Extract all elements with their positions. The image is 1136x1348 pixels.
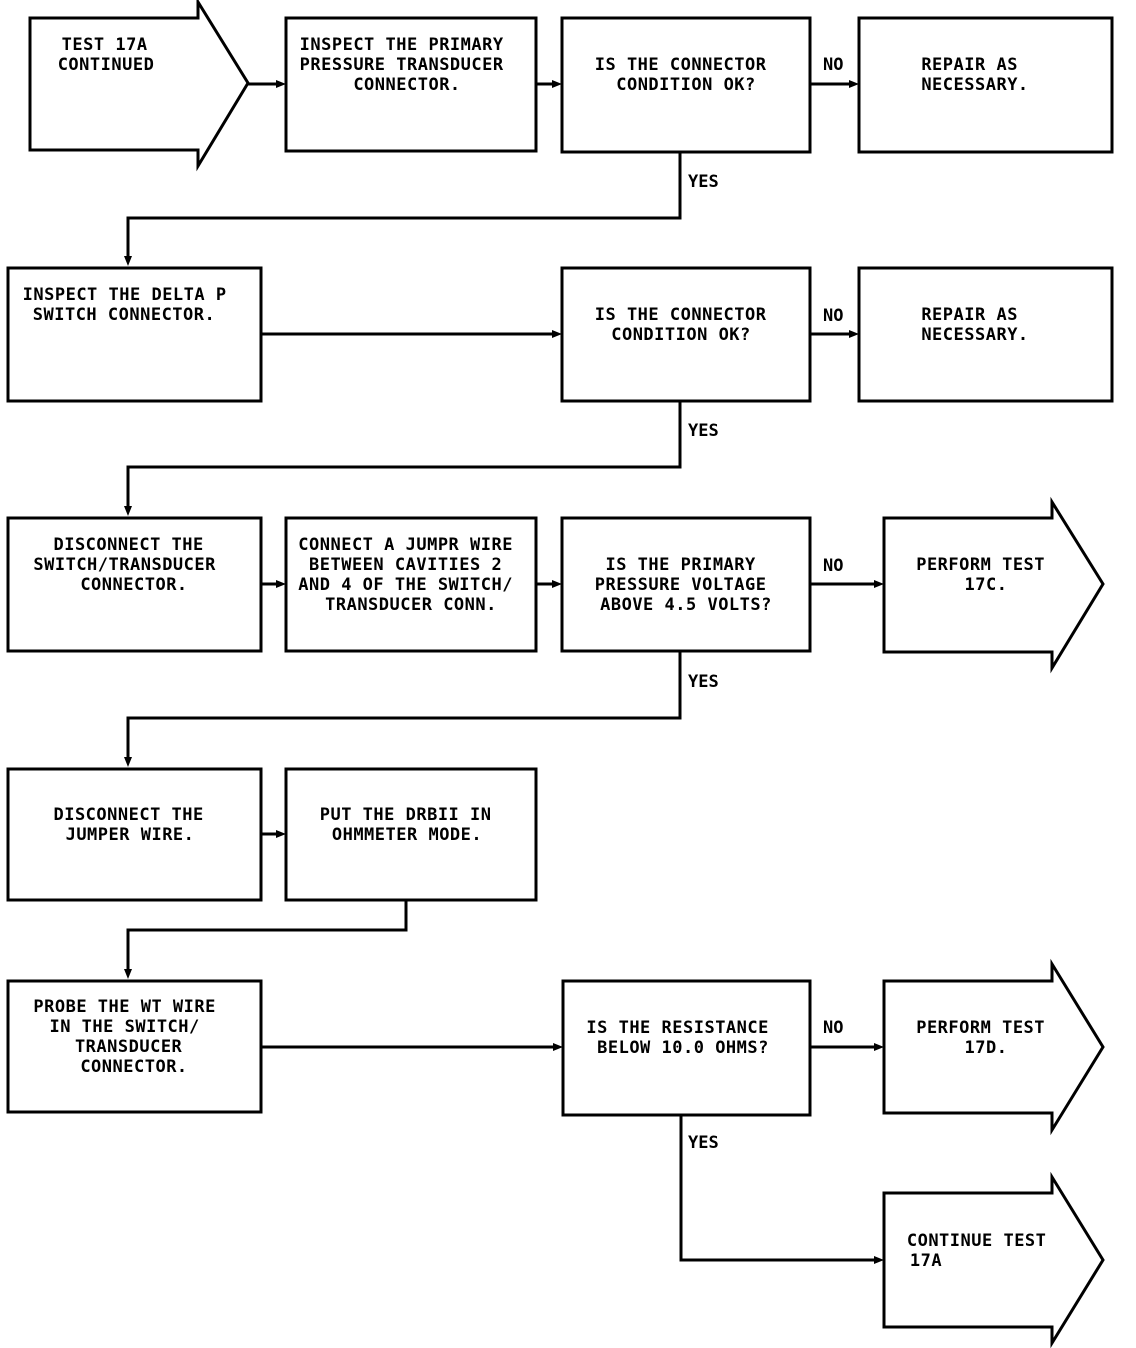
repair-box-2: REPAIR AS NECESSARY.: [857, 266, 1114, 403]
yes-label-3: YES: [688, 672, 719, 692]
connector-jumper-to-q3: [536, 580, 562, 588]
inspect-delta-label: INSPECT THE DELTA P SWITCH CONNECTOR.: [23, 285, 238, 325]
connector-disconnect-to-jumper: [261, 580, 286, 588]
decision-box-connector-ok-1: IS THE CONNECTOR CONDITION OK?: [560, 16, 812, 154]
connector-q3-yes: [124, 652, 682, 767]
continue-test-17a-arrow: CONTINUE TEST 17A: [882, 1171, 1105, 1348]
decision-box-resistance: IS THE RESISTANCE BELOW 10.0 OHMS?: [561, 979, 812, 1117]
no-label-1: NO: [823, 55, 843, 75]
connector-disconnect-jumper-to-ohmmeter: [261, 830, 286, 838]
no-label-3: NO: [823, 556, 843, 576]
ohmmeter-mode-label: PUT THE DRBII IN OHMMETER MODE.: [320, 805, 503, 845]
ohmmeter-mode-box: PUT THE DRBII IN OHMMETER MODE.: [284, 767, 538, 902]
connector-probe-to-q4: [261, 1043, 563, 1051]
decision-label-4: IS THE RESISTANCE BELOW 10.0 OHMS?: [586, 1018, 779, 1058]
repair-box-1: REPAIR AS NECESSARY.: [857, 16, 1114, 154]
yes-label-2: YES: [688, 421, 719, 441]
connect-jumper-label: CONNECT A JUMPR WIRE BETWEEN CAVITIES 2 …: [298, 535, 523, 615]
connector-q1-yes: [124, 152, 682, 266]
perform-test-17c-label: PERFORM TEST 17C.: [916, 555, 1056, 595]
decision-label-3: IS THE PRIMARY PRESSURE VOLTAGE ABOVE 4.…: [595, 555, 778, 615]
disconnect-switch-label: DISCONNECT THE SWITCH/TRANSDUCER CONNECT…: [33, 535, 226, 595]
start-label: TEST 17A CONTINUED: [58, 35, 159, 75]
perform-test-17d-arrow: PERFORM TEST 17D.: [882, 958, 1105, 1136]
start-arrow-node: TEST 17A CONTINUED: [28, 0, 250, 172]
decision-box-connector-ok-2: IS THE CONNECTOR CONDITION OK?: [560, 266, 812, 403]
connector-ohmmeter-to-probe: [124, 900, 408, 979]
repair-label-1: REPAIR AS NECESSARY.: [921, 55, 1028, 95]
decision-label-1: IS THE CONNECTOR CONDITION OK?: [595, 55, 778, 95]
probe-wire-box: PROBE THE WT WIRE IN THE SWITCH/ TRANSDU…: [6, 979, 263, 1114]
inspect-primary-label: INSPECT THE PRIMARY PRESSURE TRANSDUCER …: [300, 35, 515, 95]
no-label-2: NO: [823, 306, 843, 326]
disconnect-switch-box: DISCONNECT THE SWITCH/TRANSDUCER CONNECT…: [6, 516, 263, 653]
repair-label-2: REPAIR AS NECESSARY.: [921, 305, 1028, 345]
decision-box-voltage: IS THE PRIMARY PRESSURE VOLTAGE ABOVE 4.…: [560, 516, 812, 653]
connector-q2-no: [810, 330, 859, 338]
yes-label-1: YES: [688, 172, 719, 192]
connector-inspect-to-q1: [536, 80, 562, 88]
connector-q3-no: [810, 580, 884, 588]
no-label-4: NO: [823, 1018, 843, 1038]
connector-q2-yes: [124, 401, 682, 516]
perform-test-17c-arrow: PERFORM TEST 17C.: [882, 496, 1105, 674]
disconnect-jumper-label: DISCONNECT THE JUMPER WIRE.: [53, 805, 214, 845]
connector-delta-to-q2: [261, 330, 562, 338]
disconnect-jumper-box: DISCONNECT THE JUMPER WIRE.: [6, 767, 263, 902]
yes-label-4: YES: [688, 1133, 719, 1153]
connector-q4-yes: [679, 1115, 884, 1264]
continue-test-17a-label: CONTINUE TEST 17A: [907, 1231, 1057, 1271]
probe-wire-label: PROBE THE WT WIRE IN THE SWITCH/ TRANSDU…: [33, 997, 226, 1077]
connector-q4-no: [810, 1043, 884, 1051]
inspect-primary-box: INSPECT THE PRIMARY PRESSURE TRANSDUCER …: [284, 16, 538, 153]
connector-start-to-inspect: [248, 80, 286, 88]
connector-q1-no: [810, 80, 859, 88]
decision-label-2: IS THE CONNECTOR CONDITION OK?: [595, 305, 778, 345]
perform-test-17d-label: PERFORM TEST 17D.: [916, 1018, 1056, 1058]
inspect-delta-box: INSPECT THE DELTA P SWITCH CONNECTOR.: [6, 266, 263, 403]
connect-jumper-box: CONNECT A JUMPR WIRE BETWEEN CAVITIES 2 …: [284, 516, 538, 653]
